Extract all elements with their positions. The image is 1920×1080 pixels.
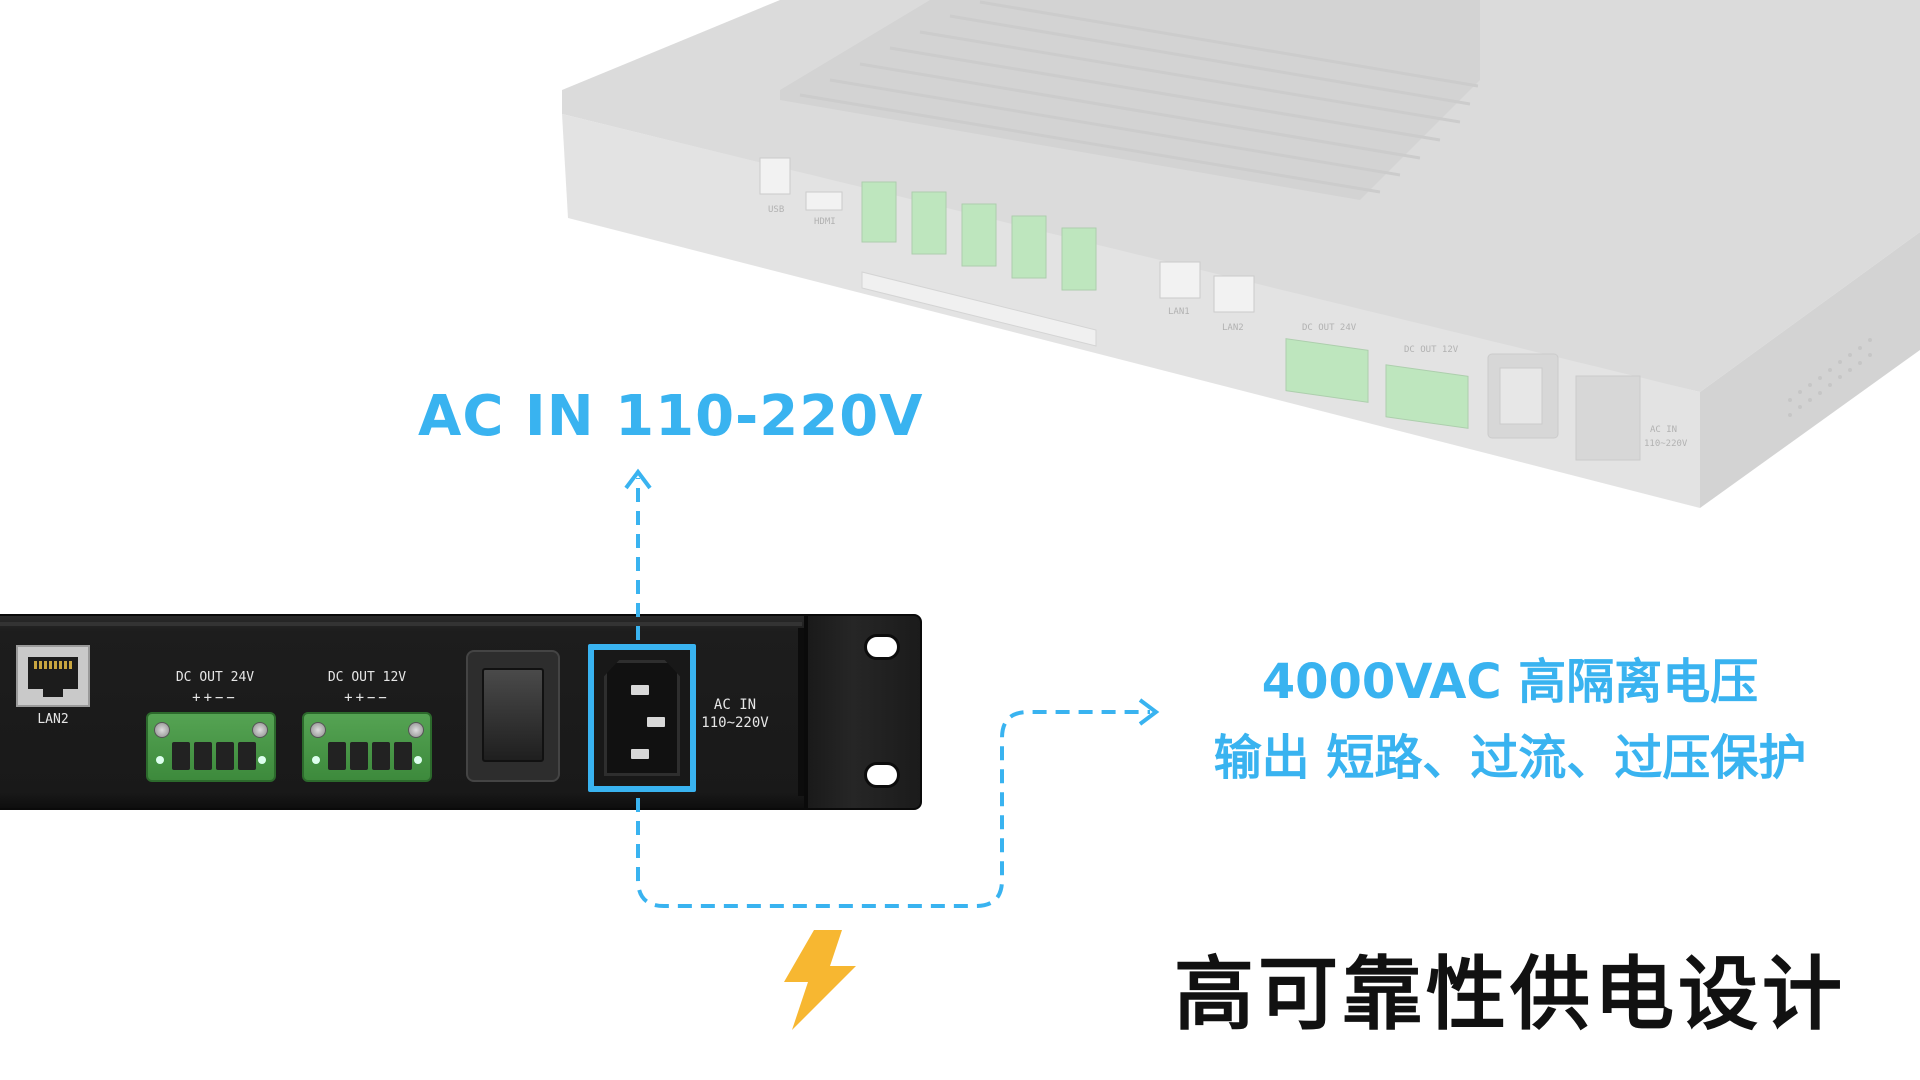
bg-terminal-blocks: [861, 181, 1097, 291]
terminal-pin: [194, 742, 212, 770]
terminal-pin: [172, 742, 190, 770]
bg-dc12-terminal: [1385, 364, 1469, 429]
bg-dc24-label: DC OUT 24V: [1302, 323, 1357, 333]
dc-out-24-polarity: ++−−: [192, 690, 238, 706]
bg-dc12-label: DC OUT 12V: [1404, 345, 1459, 355]
terminal-hole: [156, 756, 164, 764]
terminal-pin: [328, 742, 346, 770]
terminal-pin: [372, 742, 390, 770]
dc-out-12-terminal: [302, 712, 432, 782]
terminal-hole: [312, 756, 320, 764]
side-vent-dots: [1788, 338, 1872, 417]
bg-switch-rocker: [1499, 367, 1543, 425]
dc-out-12-label: DC OUT 12V: [327, 670, 407, 685]
terminal-hole: [258, 756, 266, 764]
bg-dc24-terminal: [1285, 338, 1369, 403]
bg-ac-label-1: AC IN: [1650, 425, 1677, 435]
bg-usb-label: USB: [768, 205, 784, 215]
lan2-port: [16, 645, 90, 707]
ac-pin-earth: [647, 717, 665, 727]
bg-hdmi-port: [805, 191, 843, 211]
rj45-pins: [34, 661, 72, 669]
terminal-hole: [414, 756, 422, 764]
bg-terminal-strip: [861, 271, 1097, 347]
terminal-pin: [216, 742, 234, 770]
ac-label-line1: AC IN: [713, 697, 757, 713]
terminal-screw-right: [252, 722, 268, 738]
heatsink-grille: [780, 0, 1480, 200]
bg-hdmi-label: HDMI: [814, 217, 836, 227]
terminal-screw-left: [154, 722, 170, 738]
rack-mount-hole-bottom: [864, 762, 900, 788]
rack-ear-seam: [798, 628, 804, 796]
power-rocker-switch[interactable]: [482, 668, 544, 762]
bg-usb-port: [759, 157, 791, 195]
terminal-screw-right: [408, 722, 424, 738]
headline: 高可靠性供电设计: [1174, 948, 1846, 1041]
ac-in-title: AC IN 110-220V: [418, 384, 924, 449]
bg-lan2-label: LAN2: [1222, 323, 1244, 333]
ac-inlet-socket: [604, 660, 680, 776]
dc-out-24-terminal: [146, 712, 276, 782]
terminal-screw-left: [310, 722, 326, 738]
bg-ac-housing: [1575, 375, 1641, 461]
bg-ac-label-2: 110~220V: [1644, 439, 1688, 449]
ac-in-panel-label: AC IN 110~220V: [690, 696, 780, 732]
ac-pin-neutral: [631, 749, 649, 759]
device-side-face: [1700, 232, 1920, 508]
dc-out-24-label: DC OUT 24V: [175, 670, 255, 685]
terminal-pin: [238, 742, 256, 770]
bg-lan1-port: [1159, 261, 1201, 299]
ac-pin-live: [631, 685, 649, 695]
bg-lan1-label: LAN1: [1168, 307, 1190, 317]
rack-mount-hole-top: [864, 634, 900, 660]
heatsink-fins: [799, 0, 1479, 194]
rack-ear: [806, 614, 922, 810]
bg-lan2-port: [1213, 275, 1255, 313]
dc-out-12-polarity: ++−−: [344, 690, 390, 706]
lan2-label: LAN2: [37, 712, 69, 727]
terminal-pin: [394, 742, 412, 770]
terminal-pin: [350, 742, 368, 770]
protection-text: 输出 短路、过流、过压保护: [1213, 730, 1807, 786]
isolation-voltage-text: 4000VAC 高隔离电压: [1261, 654, 1759, 710]
panel-top-trim: [0, 622, 802, 626]
ac-label-line2: 110~220V: [701, 715, 769, 731]
